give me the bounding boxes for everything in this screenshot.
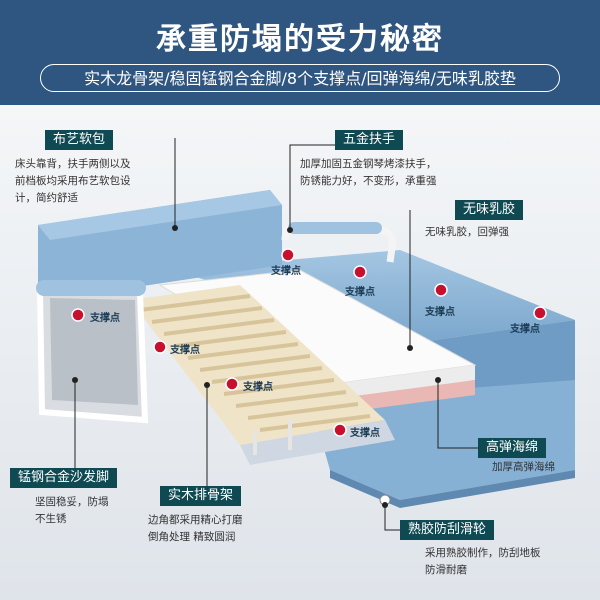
support-point-label: 支撑点 bbox=[510, 324, 540, 335]
callout-latex-desc: 无味乳胶，回弹强 bbox=[425, 226, 509, 238]
base-edge bbox=[330, 470, 575, 508]
support-point-label: 支撑点 bbox=[90, 313, 120, 324]
support-point-label: 支撑点 bbox=[345, 287, 375, 298]
support-point-label: 支撑点 bbox=[425, 307, 455, 318]
callout-foam: 高弹海绵 bbox=[478, 438, 547, 458]
callout-steel-legs: 锰钢合金沙发脚 bbox=[10, 468, 118, 488]
callout-latex: 无味乳胶 bbox=[455, 200, 524, 220]
steel-legs bbox=[253, 420, 292, 455]
support-point-label: 支撑点 bbox=[271, 266, 301, 277]
left-armrest-pad bbox=[36, 280, 146, 296]
callout-steel-legs-desc: 坚固稳妥，防塌 不生锈 bbox=[35, 496, 109, 525]
callout-casters: 熟胶防刮滑轮 bbox=[400, 520, 495, 540]
callout-fabric-upholstery-desc: 床头靠背，扶手两侧以及 前档板均采用布艺软包设 计，简约舒适 bbox=[15, 158, 131, 204]
sofa-bed-illustration bbox=[0, 105, 600, 600]
callout-foam-desc: 加厚高弹海绵 bbox=[492, 461, 555, 473]
feature-summary: 实木龙骨架/稳固锰钢合金脚/8个支撑点/回弹海绵/无味乳胶垫 bbox=[40, 64, 560, 92]
support-point-label: 支撑点 bbox=[350, 428, 380, 439]
base-frame bbox=[310, 380, 575, 500]
callout-fabric-upholstery: 布艺软包 bbox=[45, 130, 114, 150]
header-banner: 承重防塌的受力秘密 实木龙骨架/稳固锰钢合金脚/8个支撑点/回弹海绵/无味乳胶垫 bbox=[0, 0, 600, 105]
wooden-slats bbox=[130, 285, 385, 445]
callout-metal-armrest-desc: 加厚加固五金钢琴烤漆扶手， 防锈能力好，不变形，承重强 bbox=[300, 158, 437, 187]
callout-metal-armrest: 五金扶手 bbox=[335, 130, 404, 150]
callout-casters-desc: 采用熟胶制作，防刮地板 防滑耐磨 bbox=[425, 547, 541, 576]
support-dots bbox=[71, 248, 547, 437]
page-title: 承重防塌的受力秘密 bbox=[156, 22, 444, 57]
mattress-front bbox=[400, 320, 575, 400]
support-point-label: 支撑点 bbox=[243, 382, 273, 393]
leader-lines bbox=[74, 138, 478, 531]
callout-wood-slats: 实木排骨架 bbox=[160, 486, 242, 506]
support-point-label: 支撑点 bbox=[170, 345, 200, 356]
slat-front-board bbox=[240, 420, 395, 465]
callout-wood-slats-desc: 边角都采用精心打磨 倒角处理 精致圆润 bbox=[148, 514, 243, 543]
